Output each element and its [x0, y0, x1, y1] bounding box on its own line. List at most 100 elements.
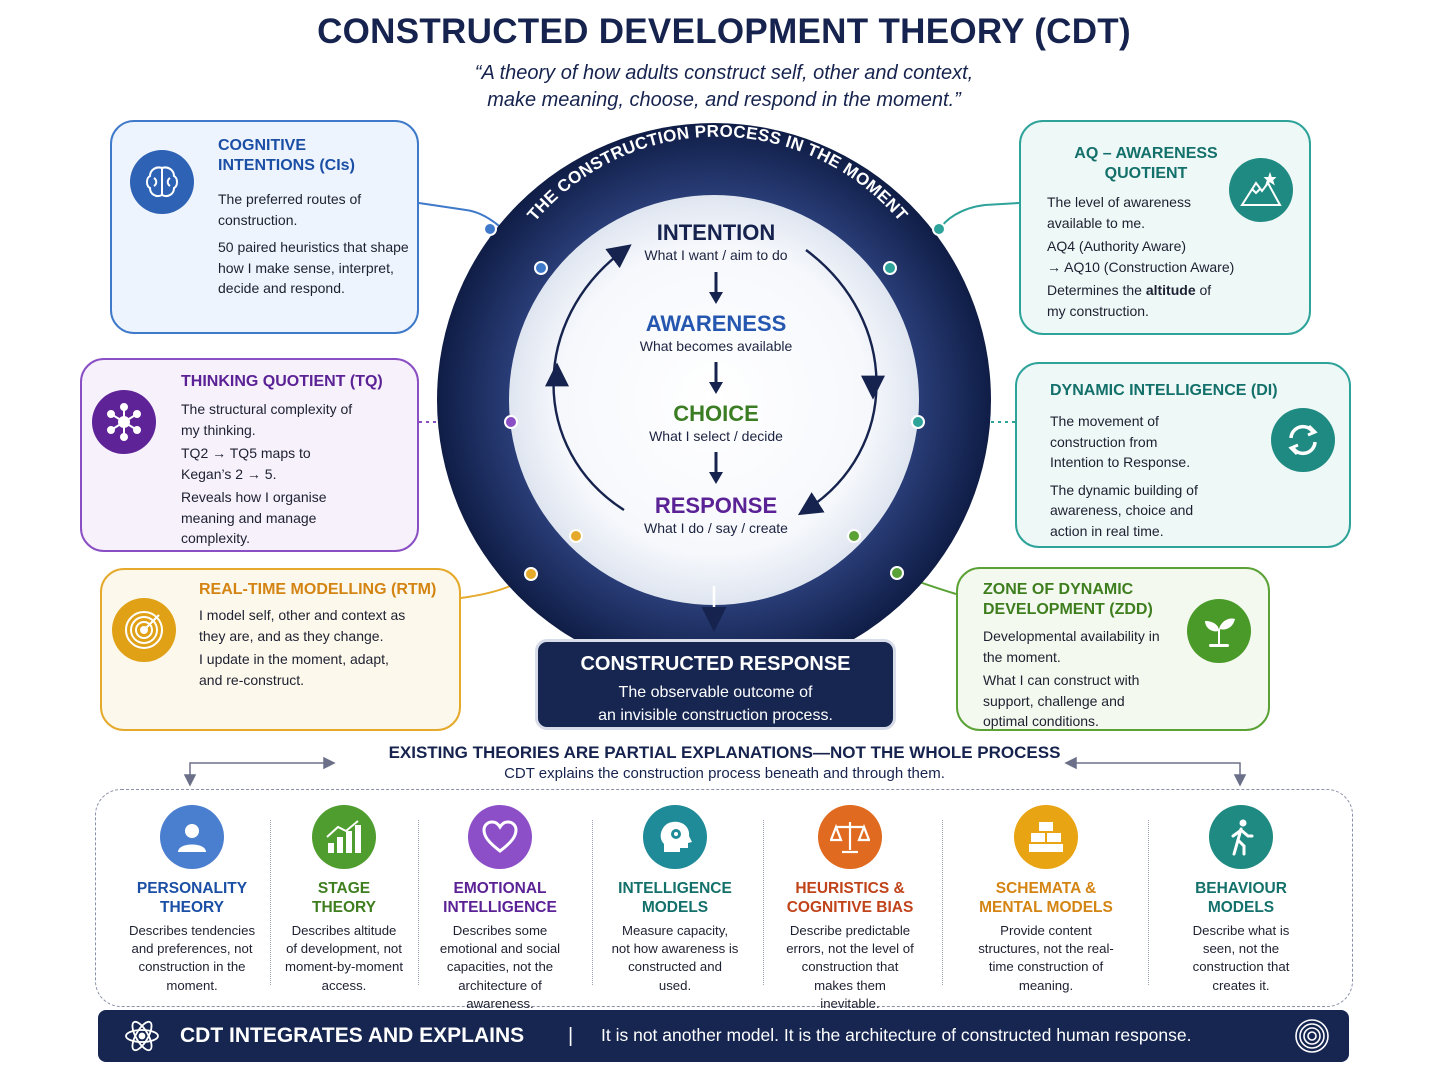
card-zdd-title: ZONE OF DYNAMIC DEVELOPMENT (ZDD) — [983, 580, 1183, 620]
card-aq-text-2b: → AQ10 (Construction Aware) — [1047, 258, 1235, 275]
connector-dots — [483, 222, 946, 581]
theory-desc: Describe predictable errors, not the lev… — [786, 923, 914, 1011]
constructed-response-line-2: an invisible construction process. — [598, 707, 833, 724]
card-tq-text-2: TQ2 → TQ5 maps to Kegan’s 2 → 5. — [181, 445, 311, 482]
card-ci-title-line-2: INTENTIONS (CIs) — [218, 157, 355, 174]
theory-name-line-1: BEHAVIOUR — [1195, 880, 1287, 897]
card-aq-text-2a: AQ4 (Authority Aware) — [1047, 238, 1187, 254]
page-title: CONSTRUCTED DEVELOPMENT THEORY (CDT) — [317, 12, 1131, 51]
rising-bars-icon — [312, 805, 376, 869]
card-awareness-quotient: AQ – AWARENESS QUOTIENT The level of awa… — [1019, 120, 1311, 335]
theory-name-line-1: EMOTIONAL — [453, 880, 547, 897]
footer-text: It is not another model. It is the archi… — [601, 1025, 1192, 1045]
down-arrow-icon — [709, 452, 723, 484]
step-awareness-name: AWARENESS — [645, 311, 787, 336]
divider — [592, 820, 593, 985]
person-icon — [160, 805, 224, 869]
constructed-response-line-1: The observable outcome of — [618, 684, 813, 701]
heart-icon — [468, 805, 532, 869]
card-zdd-title-line-1: ZONE OF DYNAMIC — [983, 581, 1134, 598]
card-zone-of-dynamic-development: ZONE OF DYNAMIC DEVELOPMENT (ZDD) Develo… — [956, 567, 1270, 731]
scales-icon — [818, 805, 882, 869]
card-aq-title-line-2: QUOTIENT — [1104, 165, 1188, 182]
card-ci-title-line-1: COGNITIVE — [218, 137, 307, 154]
card-ci-text-1: The preferred routes of construction. — [218, 191, 362, 228]
card-zdd-text-2: What I can construct with support, chall… — [983, 672, 1140, 729]
card-aq-text-2: AQ4 (Authority Aware) → AQ10 (Constructi… — [1047, 236, 1277, 277]
existing-theories-panel — [95, 789, 1353, 1007]
step-response-desc: What I do / say / create — [644, 520, 788, 536]
footer-separator: | — [568, 1025, 574, 1047]
card-zdd-title-line-2: DEVELOPMENT (ZDD) — [983, 601, 1153, 618]
down-arrow-icon — [709, 272, 723, 304]
card-aq-title-line-1: AQ – AWARENESS — [1074, 145, 1218, 162]
partial-theories-subtitle: CDT explains the construction process be… — [504, 765, 945, 782]
step-awareness-desc: What becomes available — [639, 338, 793, 354]
step-awareness: AWARENESS What becomes available — [576, 311, 856, 355]
card-zdd-body: Developmental availability in the moment… — [983, 626, 1193, 735]
card-tq-text-1: The structural complexity of my thinking… — [181, 401, 353, 438]
theory-desc: Measure capacity, not how awareness is c… — [611, 923, 739, 993]
card-real-time-modelling: REAL-TIME MODELLING (RTM) I model self, … — [100, 568, 461, 731]
theory-heuristics-bias: HEURISTICS &COGNITIVE BIAS Describe pred… — [772, 805, 928, 1013]
card-ci-body: The preferred routes of construction. 50… — [218, 189, 414, 302]
constructed-response-desc: The observable outcome of an invisible c… — [538, 681, 893, 727]
card-aq-text-3-pre: Determines the — [1047, 282, 1146, 298]
card-di-text-2: The dynamic building of awareness, choic… — [1050, 481, 1198, 539]
partial-theories-title: EXISTING THEORIES ARE PARTIAL EXPLANATIO… — [388, 743, 1061, 762]
theory-name-line-1: HEURISTICS & — [795, 880, 905, 897]
divider — [942, 820, 943, 985]
blocks-icon — [1014, 805, 1078, 869]
theory-name: HEURISTICS &COGNITIVE BIAS — [772, 879, 928, 917]
card-tq-text-3: Reveals how I organise meaning and manag… — [181, 489, 327, 546]
theory-schemata: SCHEMATA & MENTAL MODELS Provide content … — [966, 805, 1126, 995]
step-choice-desc: What I select / decide — [649, 428, 783, 444]
card-aq-title: AQ – AWARENESS QUOTIENT — [1041, 144, 1251, 184]
theory-name-line-1: STAGE — [317, 880, 371, 897]
card-aq-text-3: Determines the altitude of my constructi… — [1047, 280, 1217, 321]
card-thinking-quotient: THINKING QUOTIENT (TQ) The structural co… — [80, 358, 419, 552]
partial-connector-arrows — [183, 756, 1247, 787]
cycle-arrows-icon — [1271, 408, 1335, 472]
card-zdd-text-1: Developmental availability in the moment… — [983, 628, 1160, 665]
footer-banner: CDT INTEGRATES AND EXPLAINS | It is not … — [98, 1010, 1349, 1062]
theory-name-line-2: MENTAL MODELS — [979, 899, 1113, 916]
walking-person-icon — [1209, 805, 1273, 869]
atom-icon — [125, 1020, 159, 1052]
card-di-text-1: The movement of construction from Intent… — [1050, 413, 1191, 470]
page-quote: “A theory of how adults construct self, … — [374, 60, 1074, 114]
divider — [418, 820, 419, 985]
theory-name: SCHEMATA & MENTAL MODELS — [966, 879, 1126, 917]
card-tq-title: THINKING QUOTIENT (TQ) — [181, 373, 383, 390]
concentric-circles-icon — [1295, 1019, 1329, 1053]
constructed-response-title: CONSTRUCTED RESPONSE — [580, 653, 851, 675]
card-tq-body: The structural complexity of my thinking… — [181, 399, 411, 552]
head-gear-icon — [643, 805, 707, 869]
theory-name-line-2: MODELS — [641, 899, 709, 916]
constructed-response-box: CONSTRUCTED RESPONSE The observable outc… — [535, 639, 896, 730]
sprout-icon — [1187, 599, 1251, 663]
step-intention-name: INTENTION — [656, 220, 776, 245]
mountain-icon — [1229, 158, 1293, 222]
card-aq-text-3-post: of my construction. — [1047, 282, 1212, 319]
step-response-name: RESPONSE — [654, 493, 778, 518]
card-ci-text-2: 50 paired heuristics that shape how I ma… — [218, 239, 409, 296]
theory-name: STAGE THEORY — [276, 879, 412, 917]
theory-name-line-2: THEORY — [311, 899, 376, 916]
theory-name-line-1: SCHEMATA & — [995, 880, 1097, 897]
theory-name-line-2: MODELS — [1207, 899, 1275, 916]
theory-desc: Provide content structures, not the real… — [978, 923, 1114, 993]
card-dynamic-intelligence: DYNAMIC INTELLIGENCE (DI) The movement o… — [1015, 362, 1351, 548]
down-arrow-icon — [709, 362, 723, 394]
divider — [270, 820, 271, 985]
theory-name-line-2: THEORY — [159, 899, 224, 916]
card-di-body: The movement of construction from Intent… — [1050, 411, 1260, 544]
